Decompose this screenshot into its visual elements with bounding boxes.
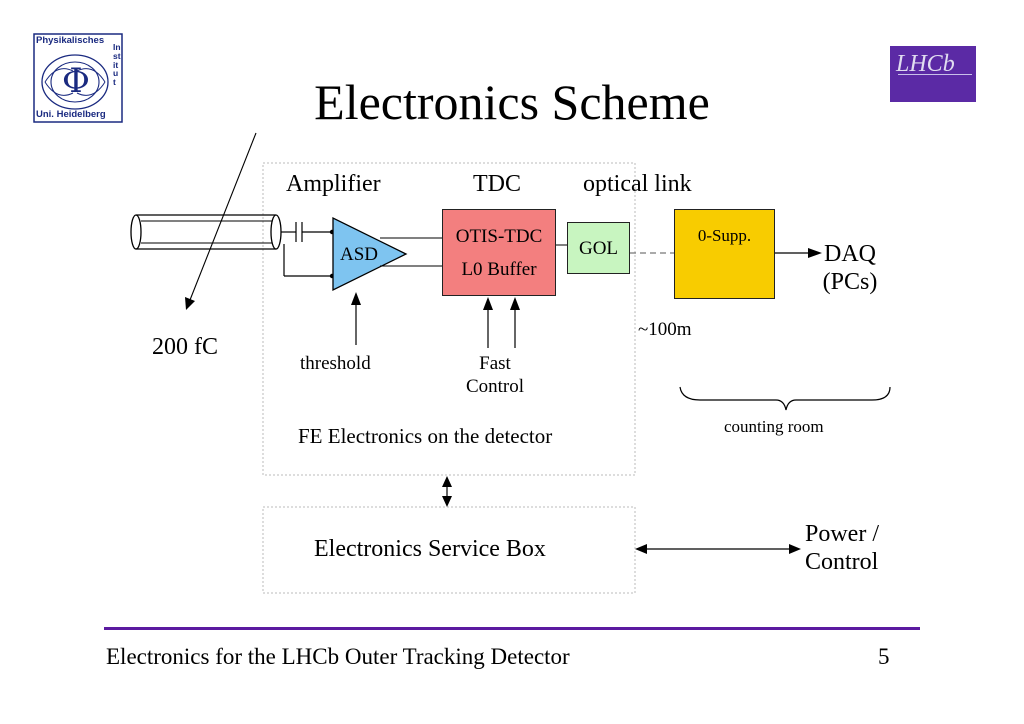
otis-tdc-label: OTIS-TDC — [455, 225, 543, 247]
logo-top-text: Physikalisches — [36, 35, 105, 46]
distance-label: ~100m — [638, 319, 692, 340]
power-line2: Control — [805, 549, 879, 575]
charge-label: 200 fC — [152, 334, 218, 360]
footer-title: Electronics for the LHCb Outer Tracking … — [106, 644, 570, 669]
fast-control-line1: Fast — [479, 353, 511, 374]
institute-seal-icon — [33, 33, 123, 123]
optical-link-header: optical link — [583, 171, 692, 197]
daq-line2: (PCs) — [822, 269, 878, 295]
daq-label: DAQ (PCs) — [812, 240, 888, 296]
lhcb-logo-reflection — [898, 74, 972, 97]
fast-control-line2: Control — [465, 376, 525, 397]
otis-tdc-block: OTIS-TDC L0 Buffer — [442, 209, 556, 296]
threshold-label: threshold — [300, 353, 371, 374]
gol-block: GOL — [567, 222, 630, 274]
capacitor-icon — [281, 222, 330, 277]
daq-line1: DAQ — [824, 241, 876, 267]
asd-label: ASD — [340, 244, 379, 265]
lhcb-logo-text: LHCb — [896, 51, 955, 77]
page-number: 5 — [878, 644, 890, 669]
service-box-outline — [262, 506, 636, 594]
l0-buffer-label: L0 Buffer — [461, 258, 537, 280]
phi-symbol: Φ — [62, 61, 90, 101]
straw-tube-icon — [130, 214, 282, 250]
fe-electronics-label: FE Electronics on the detector — [298, 424, 553, 448]
gol-label: GOL — [578, 237, 619, 259]
zero-supp-block: 0-Supp. — [674, 209, 775, 299]
logo-bottom-text: Uni. Heidelberg — [36, 109, 106, 120]
tdc-header: TDC — [473, 171, 521, 197]
power-line1: Power / — [805, 521, 879, 547]
amplifier-header: Amplifier — [286, 171, 381, 197]
fast-control-label: Fast Control — [452, 352, 538, 398]
counting-room-brace — [679, 386, 891, 411]
slide-title: Electronics Scheme — [314, 74, 710, 130]
service-box-label: Electronics Service Box — [314, 536, 546, 562]
lhcb-logo: LHCb — [890, 46, 976, 102]
counting-room-label: counting room — [724, 417, 824, 436]
logo-side-text: Institut — [113, 42, 121, 88]
zero-supp-label: 0-Supp. — [697, 226, 752, 245]
physikalisches-institut-logo: Physikalisches Uni. Heidelberg Institut … — [33, 33, 123, 123]
footer-rule — [104, 627, 920, 630]
asd-triangle — [332, 216, 408, 292]
power-control-label: Power / Control — [805, 520, 879, 576]
fe-electronics-box — [262, 162, 636, 476]
